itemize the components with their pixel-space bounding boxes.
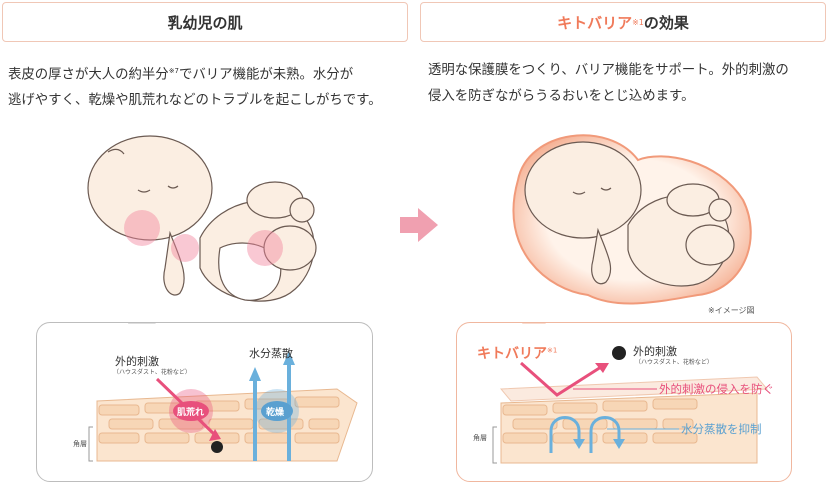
- allergen-particle-icon: [612, 346, 626, 360]
- right-stimulus-label: 外的刺激: [633, 345, 677, 358]
- left-header: 乳幼児の肌: [2, 2, 408, 42]
- right-skin-diagram: [492, 323, 769, 464]
- left-desc-sup: ※7: [168, 67, 180, 75]
- right-skin-detail-box: キトバリア※1 外的刺激 （ハウスダスト、花粉など） 外的刺激の侵入を防ぐ 水分…: [456, 322, 792, 482]
- baby-illustration-right: [512, 134, 752, 305]
- right-title-rest: の効果: [643, 13, 689, 32]
- dryness-badge-icon: [255, 389, 299, 433]
- left-desc-line1-end: でバリア機能が未熟。水分が: [179, 67, 354, 83]
- right-title-sup: ※1: [632, 17, 644, 27]
- left-dry-label: 乾燥: [266, 408, 285, 418]
- right-desc-line1: 透明な保護膜をつくり、バリア機能をサポート。外的刺激の: [428, 63, 789, 78]
- suppress-evaporation-label: 水分蒸散を抑制: [681, 422, 762, 436]
- left-evaporation-label: 水分蒸散: [249, 347, 293, 360]
- right-brand-label: キトバリア※1: [477, 343, 557, 363]
- image-note: ※イメージ図: [708, 306, 755, 315]
- right-brand-text: キトバリア: [477, 346, 547, 362]
- right-desc-line2: 侵入を防ぎながらうるおいをとじ込めます。: [428, 89, 695, 104]
- left-skin-diagram: [88, 323, 358, 462]
- rough-skin-badge-icon: [169, 389, 213, 433]
- allergen-particle-icon: [211, 441, 223, 453]
- left-desc-line2: 逃げやすく、乾燥や肌荒れなどのトラブルを起こしがちです。: [8, 93, 382, 109]
- right-stratum-label: 角層: [473, 434, 487, 442]
- left-stratum-label: 角層: [73, 440, 87, 448]
- transition-arrow-icon: [400, 208, 438, 242]
- right-stimulus-sub: （ハウスダスト、花粉など）: [635, 359, 713, 366]
- right-brand-sup: ※1: [547, 346, 558, 355]
- left-title: 乳幼児の肌: [167, 13, 243, 32]
- left-stimulus-label: 外的刺激: [115, 355, 159, 368]
- baby-illustration-left: [87, 135, 317, 302]
- block-stimulus-label: 外的刺激の侵入を防ぐ: [659, 382, 774, 396]
- right-title-accent: キトバリア: [557, 13, 633, 32]
- left-stimulus-sub: （ハウスダスト、花粉など）: [113, 369, 191, 376]
- left-description: 表皮の厚さが大人の約半分※7でバリア機能が未熟。水分が 逃げやすく、乾燥や肌荒れ…: [8, 58, 408, 114]
- left-rough-label: 肌荒れ: [177, 408, 205, 418]
- right-description: 透明な保護膜をつくり、バリア機能をサポート。外的刺激の 侵入を防ぎながらうるおい…: [428, 58, 828, 110]
- left-desc-line1: 表皮の厚さが大人の約半分: [8, 67, 169, 83]
- left-skin-detail-box: 外的刺激 （ハウスダスト、花粉など） 水分蒸散 肌荒れ 乾燥 角層: [36, 322, 373, 482]
